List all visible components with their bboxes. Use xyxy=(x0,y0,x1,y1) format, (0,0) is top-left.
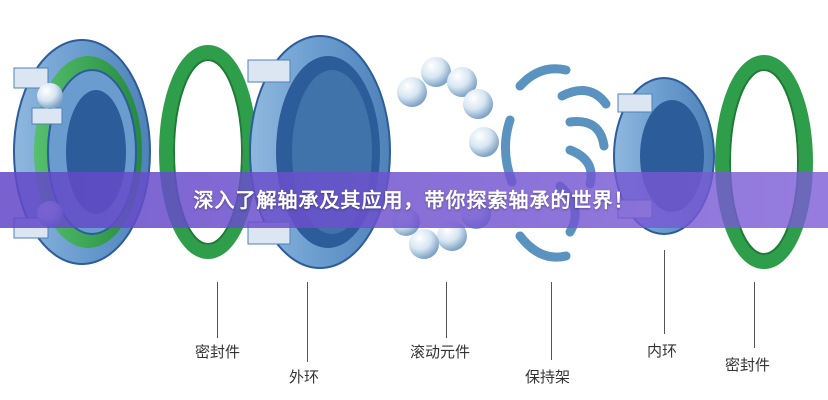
leader-line-inner-ring xyxy=(664,250,665,334)
rolling-elements-shape xyxy=(392,57,499,259)
label-inner-ring: 内环 xyxy=(647,340,677,361)
leader-line-seal-left xyxy=(217,282,218,338)
leader-line-rolling-elements xyxy=(446,282,447,338)
label-cage: 保持架 xyxy=(525,366,570,387)
outer-ring-shape xyxy=(248,36,390,268)
banner-title: 深入了解轴承及其应用，带你探索轴承的世界！ xyxy=(0,172,828,228)
right-seal-shape xyxy=(722,62,806,262)
label-rolling-elements: 滚动元件 xyxy=(410,341,470,362)
label-outer-ring: 外环 xyxy=(289,366,319,387)
leader-line-cage xyxy=(551,282,552,360)
label-seal-left: 密封件 xyxy=(195,341,240,362)
leader-line-seal-right xyxy=(754,282,755,348)
label-seal-right: 密封件 xyxy=(725,354,770,375)
leader-line-outer-ring xyxy=(307,282,308,362)
assembled-bearing xyxy=(14,40,150,264)
cage-shape xyxy=(505,69,606,257)
